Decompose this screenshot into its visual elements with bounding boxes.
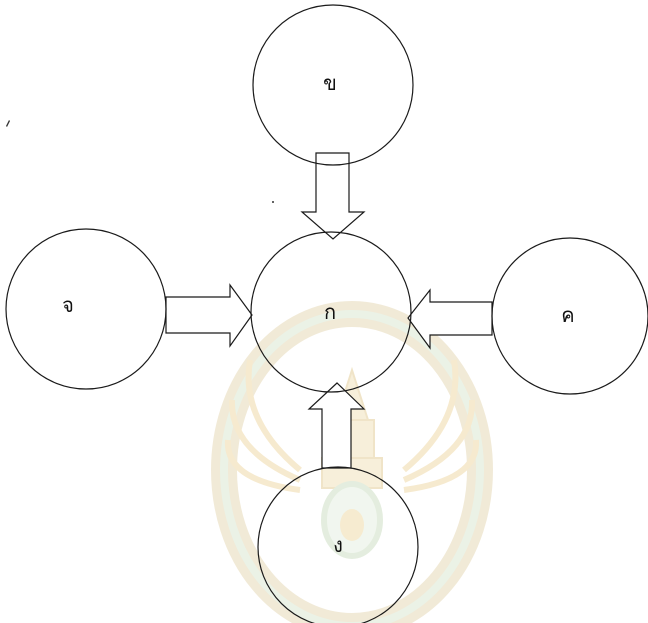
node-bottom: ง: [257, 466, 419, 623]
arrow-right-to-center: [407, 288, 493, 350]
arrow-top-to-center: [300, 152, 366, 240]
node-left-label: จ: [62, 293, 74, 317]
arrow-left-to-center: [165, 283, 253, 348]
scan-speck-marks: [6, 120, 274, 203]
node-right: ค: [491, 237, 648, 395]
node-top: ข: [252, 4, 414, 166]
node-top-label: ข: [323, 71, 337, 95]
node-left: จ: [5, 228, 167, 390]
node-center-label: ก: [324, 300, 336, 324]
arrow-bottom-to-center: [307, 382, 366, 469]
node-center: ก: [250, 231, 412, 393]
node-right-label: ค: [561, 303, 574, 327]
watermark-seal: [211, 301, 493, 623]
node-bottom-label: ง: [333, 533, 343, 557]
